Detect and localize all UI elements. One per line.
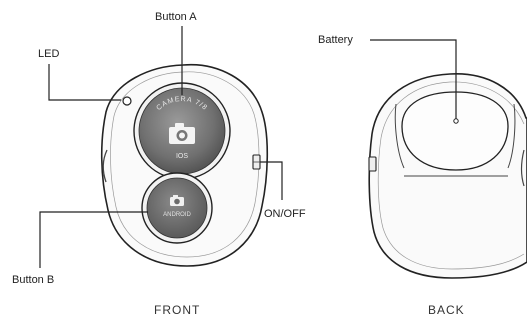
front-leader-lines (39, 26, 283, 268)
button-b-leader (39, 211, 148, 268)
front-caption: FRONT (154, 303, 201, 317)
button-a-bottom-text: IOS (176, 153, 188, 160)
battery-center-dot (453, 118, 459, 124)
button-b (146, 177, 208, 239)
battery-leader (370, 39, 457, 119)
button-b-text: ANDROID (163, 212, 191, 218)
back-side-switch (368, 156, 377, 172)
button-b-label: Button B (12, 274, 55, 286)
front-body-inner (110, 71, 260, 258)
button-a-label: Button A (155, 11, 197, 23)
on-off-leader (260, 161, 283, 200)
led-leader (48, 64, 121, 101)
camera-icon (170, 195, 184, 206)
battery-label: Battery (318, 34, 353, 46)
camera-icon (169, 123, 195, 144)
battery-cover-rim (394, 103, 516, 169)
back-right-groove (520, 149, 525, 187)
battery-compartment (401, 91, 509, 171)
on-off-label: ON/OFF (264, 208, 306, 220)
back-caption: BACK (428, 303, 465, 317)
led-label: LED (38, 48, 60, 60)
led-indicator (122, 96, 132, 106)
front-left-groove (102, 149, 108, 183)
back-device (368, 73, 527, 279)
front-device: CAMERA 7/8 IOS ANDROID (100, 63, 269, 267)
